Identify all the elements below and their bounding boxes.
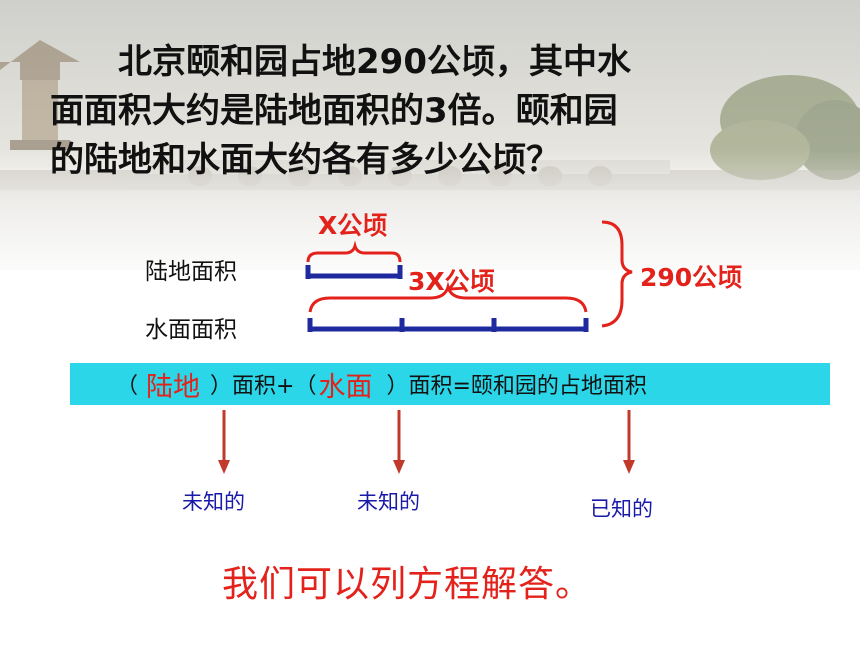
land-segment-bar (305, 265, 403, 279)
arrow-land (218, 410, 230, 474)
equation-middle: ）面积+（ (210, 374, 317, 399)
equation-end: ）面积=颐和园的占地面积 (386, 374, 647, 399)
problem-line-2: 面面积大约是陆地面积的3倍。颐和园 (50, 91, 618, 131)
water-segment-bar (307, 318, 589, 332)
pavilion-icon (0, 40, 80, 150)
annotation-land: 未知的 (182, 490, 245, 514)
land-brace (306, 240, 402, 263)
land-area-label: 陆地面积 (145, 259, 237, 285)
annotation-water: 未知的 (357, 490, 420, 514)
equation-blank-water: 水面 (318, 371, 373, 403)
annotation-total: 已知的 (590, 497, 653, 521)
conclusion-text: 我们可以列方程解答。 (222, 564, 593, 605)
problem-text: 北京颐和园占地290公顷，其中水 面面积大约是陆地面积的3倍。颐和园 的陆地和水… (50, 38, 770, 185)
land-unit-label: X公顷 (318, 211, 388, 240)
equation-band (70, 363, 830, 405)
arrow-water (393, 410, 405, 474)
equation: （ 陆地 ）面积+（ 水面 ）面积=颐和园的占地面积 (116, 364, 647, 404)
problem-line-1: 北京颐和园占地290公顷，其中水 (118, 42, 631, 82)
total-brace (601, 220, 633, 328)
water-unit-label: 3X公顷 (408, 267, 495, 296)
equation-open: （ (116, 374, 139, 399)
equation-blank-land: 陆地 (146, 371, 201, 403)
total-label: 290公顷 (640, 263, 743, 292)
water-brace (308, 281, 588, 313)
arrow-total (623, 410, 635, 474)
water-area-label: 水面面积 (145, 317, 237, 343)
problem-line-3: 的陆地和水面大约各有多少公顷？ (50, 140, 560, 180)
